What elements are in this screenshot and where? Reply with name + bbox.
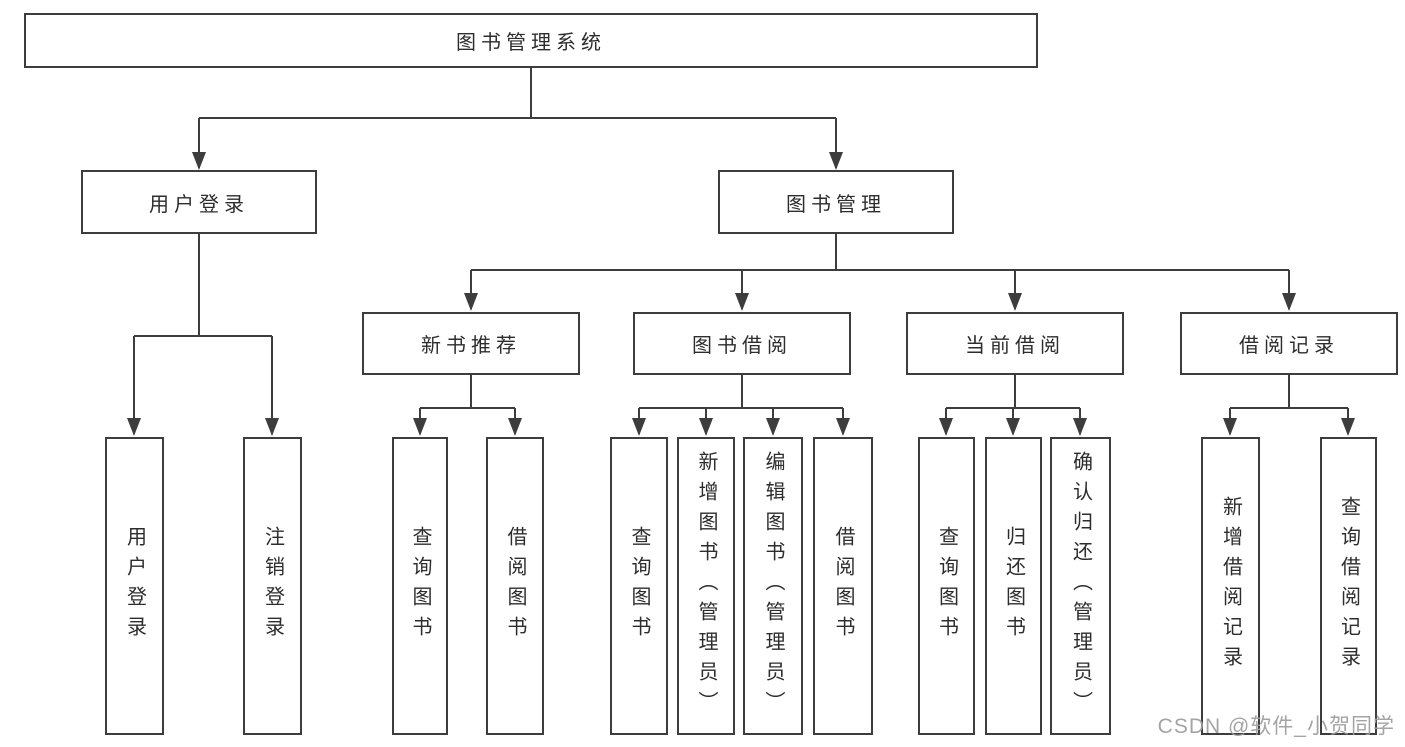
node-label: 新书推荐 <box>421 335 521 357</box>
node-library-system-root: 图书管理系统 <box>24 13 1038 68</box>
node-label: 新增图书（管理员） <box>695 451 717 721</box>
leaf-confirm-return-admin: 确认归还（管理员） <box>1050 437 1111 735</box>
node-label: 借阅图书 <box>504 526 526 646</box>
leaf-add-borrow-record: 新增借阅记录 <box>1201 437 1260 735</box>
node-new-book-recommend: 新书推荐 <box>362 312 580 375</box>
node-label: 新增借阅记录 <box>1219 496 1242 676</box>
node-label: 归还图书 <box>1002 526 1025 646</box>
leaf-add-book-admin: 新增图书（管理员） <box>677 437 735 735</box>
node-label: 查询图书 <box>935 526 958 646</box>
leaf-query-book-recommend: 查询图书 <box>392 437 448 735</box>
node-book-borrowing: 图书借阅 <box>633 312 851 375</box>
node-label: 图书借阅 <box>692 335 792 357</box>
leaf-query-book-borrow: 查询图书 <box>610 437 668 735</box>
leaf-borrow-book-recommend: 借阅图书 <box>486 437 544 735</box>
node-current-borrowing: 当前借阅 <box>906 312 1124 375</box>
node-label: 注销登录 <box>261 526 284 646</box>
node-label: 查询借阅记录 <box>1337 496 1360 676</box>
leaf-logout: 注销登录 <box>243 437 302 735</box>
node-label: 当前借阅 <box>965 335 1065 357</box>
node-label: 借阅图书 <box>832 526 854 646</box>
leaf-query-book-current: 查询图书 <box>918 437 975 735</box>
node-label: 图书管理系统 <box>456 32 606 54</box>
node-label: 编辑图书（管理员） <box>762 451 784 721</box>
leaf-borrow-book: 借阅图书 <box>813 437 873 735</box>
leaf-return-book: 归还图书 <box>985 437 1042 735</box>
node-borrowing-records: 借阅记录 <box>1180 312 1398 375</box>
leaf-query-borrow-record: 查询借阅记录 <box>1320 437 1377 735</box>
node-label: 用户登录 <box>123 526 146 646</box>
node-label: 图书管理 <box>786 193 886 216</box>
connector-trunks <box>134 68 1348 409</box>
leaf-user-login: 用户登录 <box>105 437 164 735</box>
csdn-watermark: CSDN @软件_小贺同学 <box>1157 715 1395 738</box>
node-label: 查询图书 <box>409 526 431 646</box>
node-label: 确认归还（管理员） <box>1069 451 1092 721</box>
node-user-login: 用户登录 <box>81 170 317 234</box>
node-label: 用户登录 <box>149 193 249 216</box>
node-label: 查询图书 <box>628 526 650 646</box>
node-label: 借阅记录 <box>1239 335 1339 357</box>
node-book-management: 图书管理 <box>718 170 954 234</box>
leaf-edit-book-admin: 编辑图书（管理员） <box>743 437 803 735</box>
